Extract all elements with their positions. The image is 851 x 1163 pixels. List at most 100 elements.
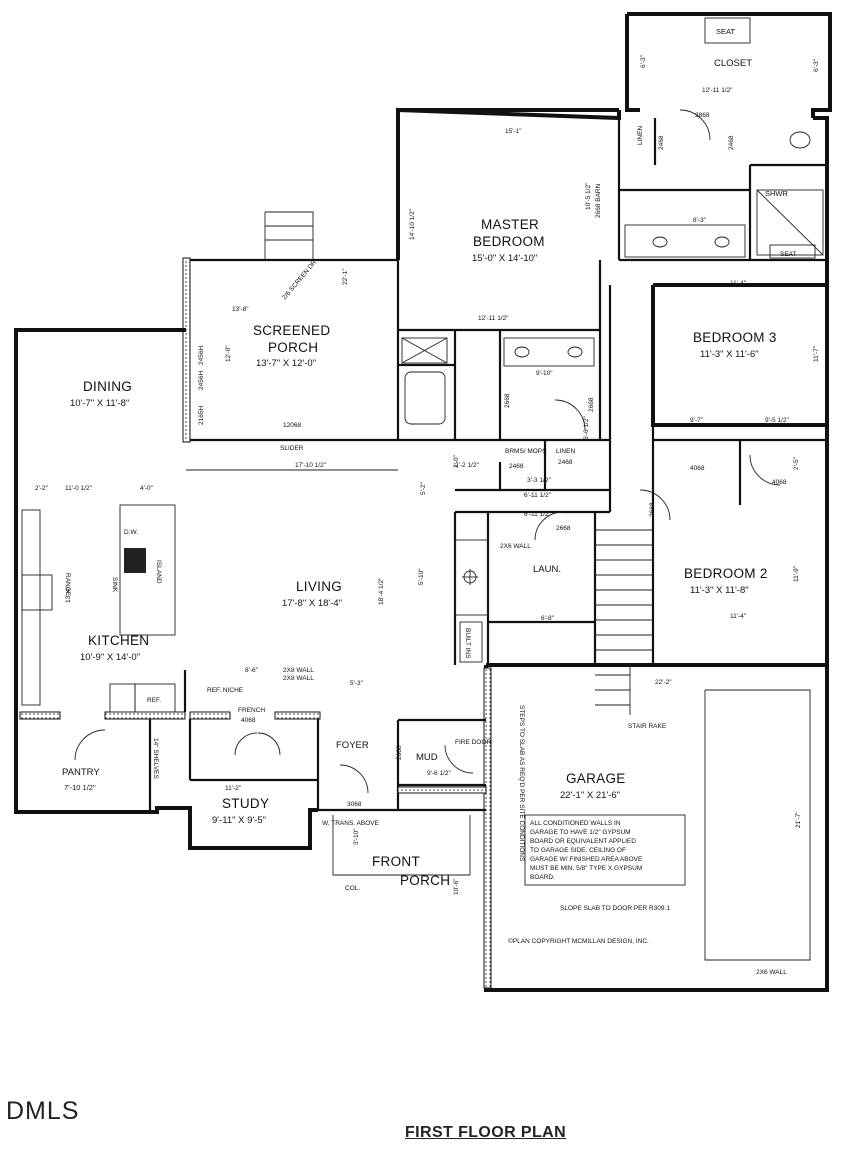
dimension-label: 5'-10"	[418, 568, 425, 585]
dimension-label: 2456H	[198, 346, 205, 365]
dimension-label: 10'-6"	[453, 878, 460, 895]
dimension-label: 17'-10 1/2"	[295, 462, 327, 469]
dimension-labels: 6'-3" 12'-11 1/2" 15'-1" 14'-10 1/2" 10'…	[35, 54, 820, 895]
bedroom-3-size: 11'-3" X 11'-6"	[700, 349, 759, 360]
dimension-label: 13'-4"	[65, 586, 72, 603]
dimension-label: 11'-7"	[813, 345, 820, 362]
french-door-size: 4068	[241, 717, 256, 724]
kitchen-name: KITCHEN	[88, 633, 149, 648]
living-size: 17'-8" X 18'-4"	[282, 598, 342, 609]
column-label: COL.	[345, 885, 360, 892]
dimension-label: 2468	[658, 135, 665, 150]
study-size: 9'-11" X 9'-5"	[212, 815, 266, 826]
barn-door-label: 2668 BARN	[595, 183, 602, 218]
dimension-label: 22'-1"	[342, 268, 349, 285]
dimension-label: 6'-8"	[541, 615, 555, 622]
interior-walls	[19, 17, 827, 961]
slider-label: SLIDER	[280, 445, 304, 452]
dimension-label: 11'-4"	[730, 280, 747, 287]
stair-rake-label: STAIR RAKE	[628, 723, 667, 730]
wall-2x6-label: 2X6 WALL	[500, 543, 531, 550]
built-ins-label: BUILT INS	[464, 628, 471, 659]
dimension-label: 4'-0"	[140, 485, 154, 492]
dining-size: 10'-7" X 11'-8"	[70, 398, 129, 409]
screened-porch-name: SCREENED	[253, 323, 330, 338]
dimension-label: 2X8 WALL	[283, 675, 314, 682]
ref-niche-label: REF. NICHE	[207, 687, 244, 694]
plan-title: FIRST FLOOR PLAN	[405, 1124, 567, 1141]
dimension-label: 11'-0 1/2"	[65, 485, 93, 492]
screened-porch-name-2: PORCH	[268, 340, 318, 355]
dimension-label: 2'-2"	[35, 485, 49, 492]
island-label: ISLAND	[155, 560, 162, 584]
dimension-label: 9'-10"	[536, 370, 553, 377]
dimension-label: 9'-6 1/2"	[427, 770, 451, 777]
kitchen-size: 10'-9" X 14'-0"	[80, 652, 140, 663]
dimension-label: 2468	[509, 463, 524, 470]
bedroom-2-size: 11'-3" X 11'-8"	[690, 585, 749, 596]
dimension-label: 11'-2"	[225, 785, 242, 792]
dimension-label: 3'-10"	[353, 828, 360, 845]
dimension-label: 8'-3"	[693, 217, 707, 224]
dimension-label: 6'-11 1/2"	[524, 511, 552, 518]
dimension-label: 2668	[396, 745, 403, 760]
garage-name: GARAGE	[566, 771, 626, 786]
living-name: LIVING	[296, 579, 342, 594]
pantry-size: 7'-10 1/2"	[64, 783, 96, 792]
ref-label: REF.	[147, 697, 161, 704]
dimension-label: 6'-11 1/2"	[524, 492, 552, 499]
slope-note: SLOPE SLAB TO DOOR PER R309.1	[560, 905, 670, 912]
dimension-label: 2668	[556, 525, 571, 532]
dimension-label: 2456H	[198, 371, 205, 390]
dimension-label: 9'-7"	[690, 417, 704, 424]
dishwasher-label: D.W.	[124, 529, 138, 536]
dimension-label: 2668	[588, 397, 595, 412]
laundry-label: LAUN.	[533, 564, 561, 575]
dimension-label: 12'-11 1/2"	[478, 315, 509, 322]
dimension-label: 3'-3 1/2"	[527, 477, 551, 484]
dimension-label: 11'-4"	[730, 613, 747, 620]
linen-mid-label: LINEN	[556, 448, 575, 455]
garage-note-line: GARAGE W/ FINISHED AREA ABOVE	[530, 856, 643, 863]
dimension-label: 2668	[504, 393, 511, 408]
dimension-label: 2468	[728, 135, 735, 150]
dimension-label: 4068	[772, 479, 787, 486]
sink-label: SINK	[111, 577, 118, 593]
master-bedroom-name: MASTER	[481, 217, 539, 232]
front-porch-name-2: PORCH	[400, 873, 450, 888]
dimension-label: 2668	[649, 502, 656, 517]
linen-label: LINEN	[637, 126, 644, 145]
front-porch-name: FRONT	[372, 854, 420, 869]
garage-note-line: ALL CONDITIONED WALLS IN	[530, 820, 621, 827]
foyer-label: FOYER	[336, 740, 369, 751]
window-transom-label: W. TRANS. ABOVE	[322, 820, 380, 827]
garage-note-line: MUST BE MIN. 5/8" TYPE X GYPSUM	[530, 865, 642, 872]
dimension-label: 2165H	[198, 406, 205, 425]
range-label: RANGE	[64, 573, 71, 597]
dmls-logo: DMLS	[6, 1097, 80, 1125]
dimension-label: 2'-5"	[793, 456, 800, 470]
garage-note-line: GARAGE TO HAVE 1/2" GYPSUM	[530, 829, 631, 836]
dimension-label: 4068	[690, 465, 705, 472]
dimension-label: 6'-3"	[813, 58, 820, 72]
dimension-label: 6'-6 1/2"	[583, 416, 590, 440]
dimension-label: 5'-2"	[420, 481, 427, 495]
screened-porch-size: 13'-7" X 12'-0"	[256, 358, 316, 369]
wall-2x6-garage-label: 2X6 WALL	[756, 969, 787, 976]
master-bedroom-size: 15'-0" X 14'-10"	[472, 253, 537, 264]
room-label-closet: CLOSET	[714, 58, 752, 69]
dimension-label: 12'-0"	[225, 345, 232, 362]
master-bedroom-name-2: BEDROOM	[473, 234, 545, 249]
dimension-label: 11'-9"	[793, 565, 800, 582]
shelves-label: 14" SHELVES	[152, 738, 159, 780]
french-door-label: FRENCH	[238, 707, 265, 714]
dimension-label: 10'-5 1/2"	[585, 182, 592, 210]
dimension-label: 15'-1"	[505, 128, 522, 135]
exterior-walls	[14, 12, 832, 992]
dimension-label: 8'-6"	[245, 667, 259, 674]
shower-label: SHWR	[765, 189, 788, 198]
garage-size: 22'-1" X 21'-6"	[560, 790, 620, 801]
dimension-label: 3068	[347, 801, 362, 808]
garage-notes: ALL CONDITIONED WALLS IN GARAGE TO HAVE …	[508, 820, 670, 945]
